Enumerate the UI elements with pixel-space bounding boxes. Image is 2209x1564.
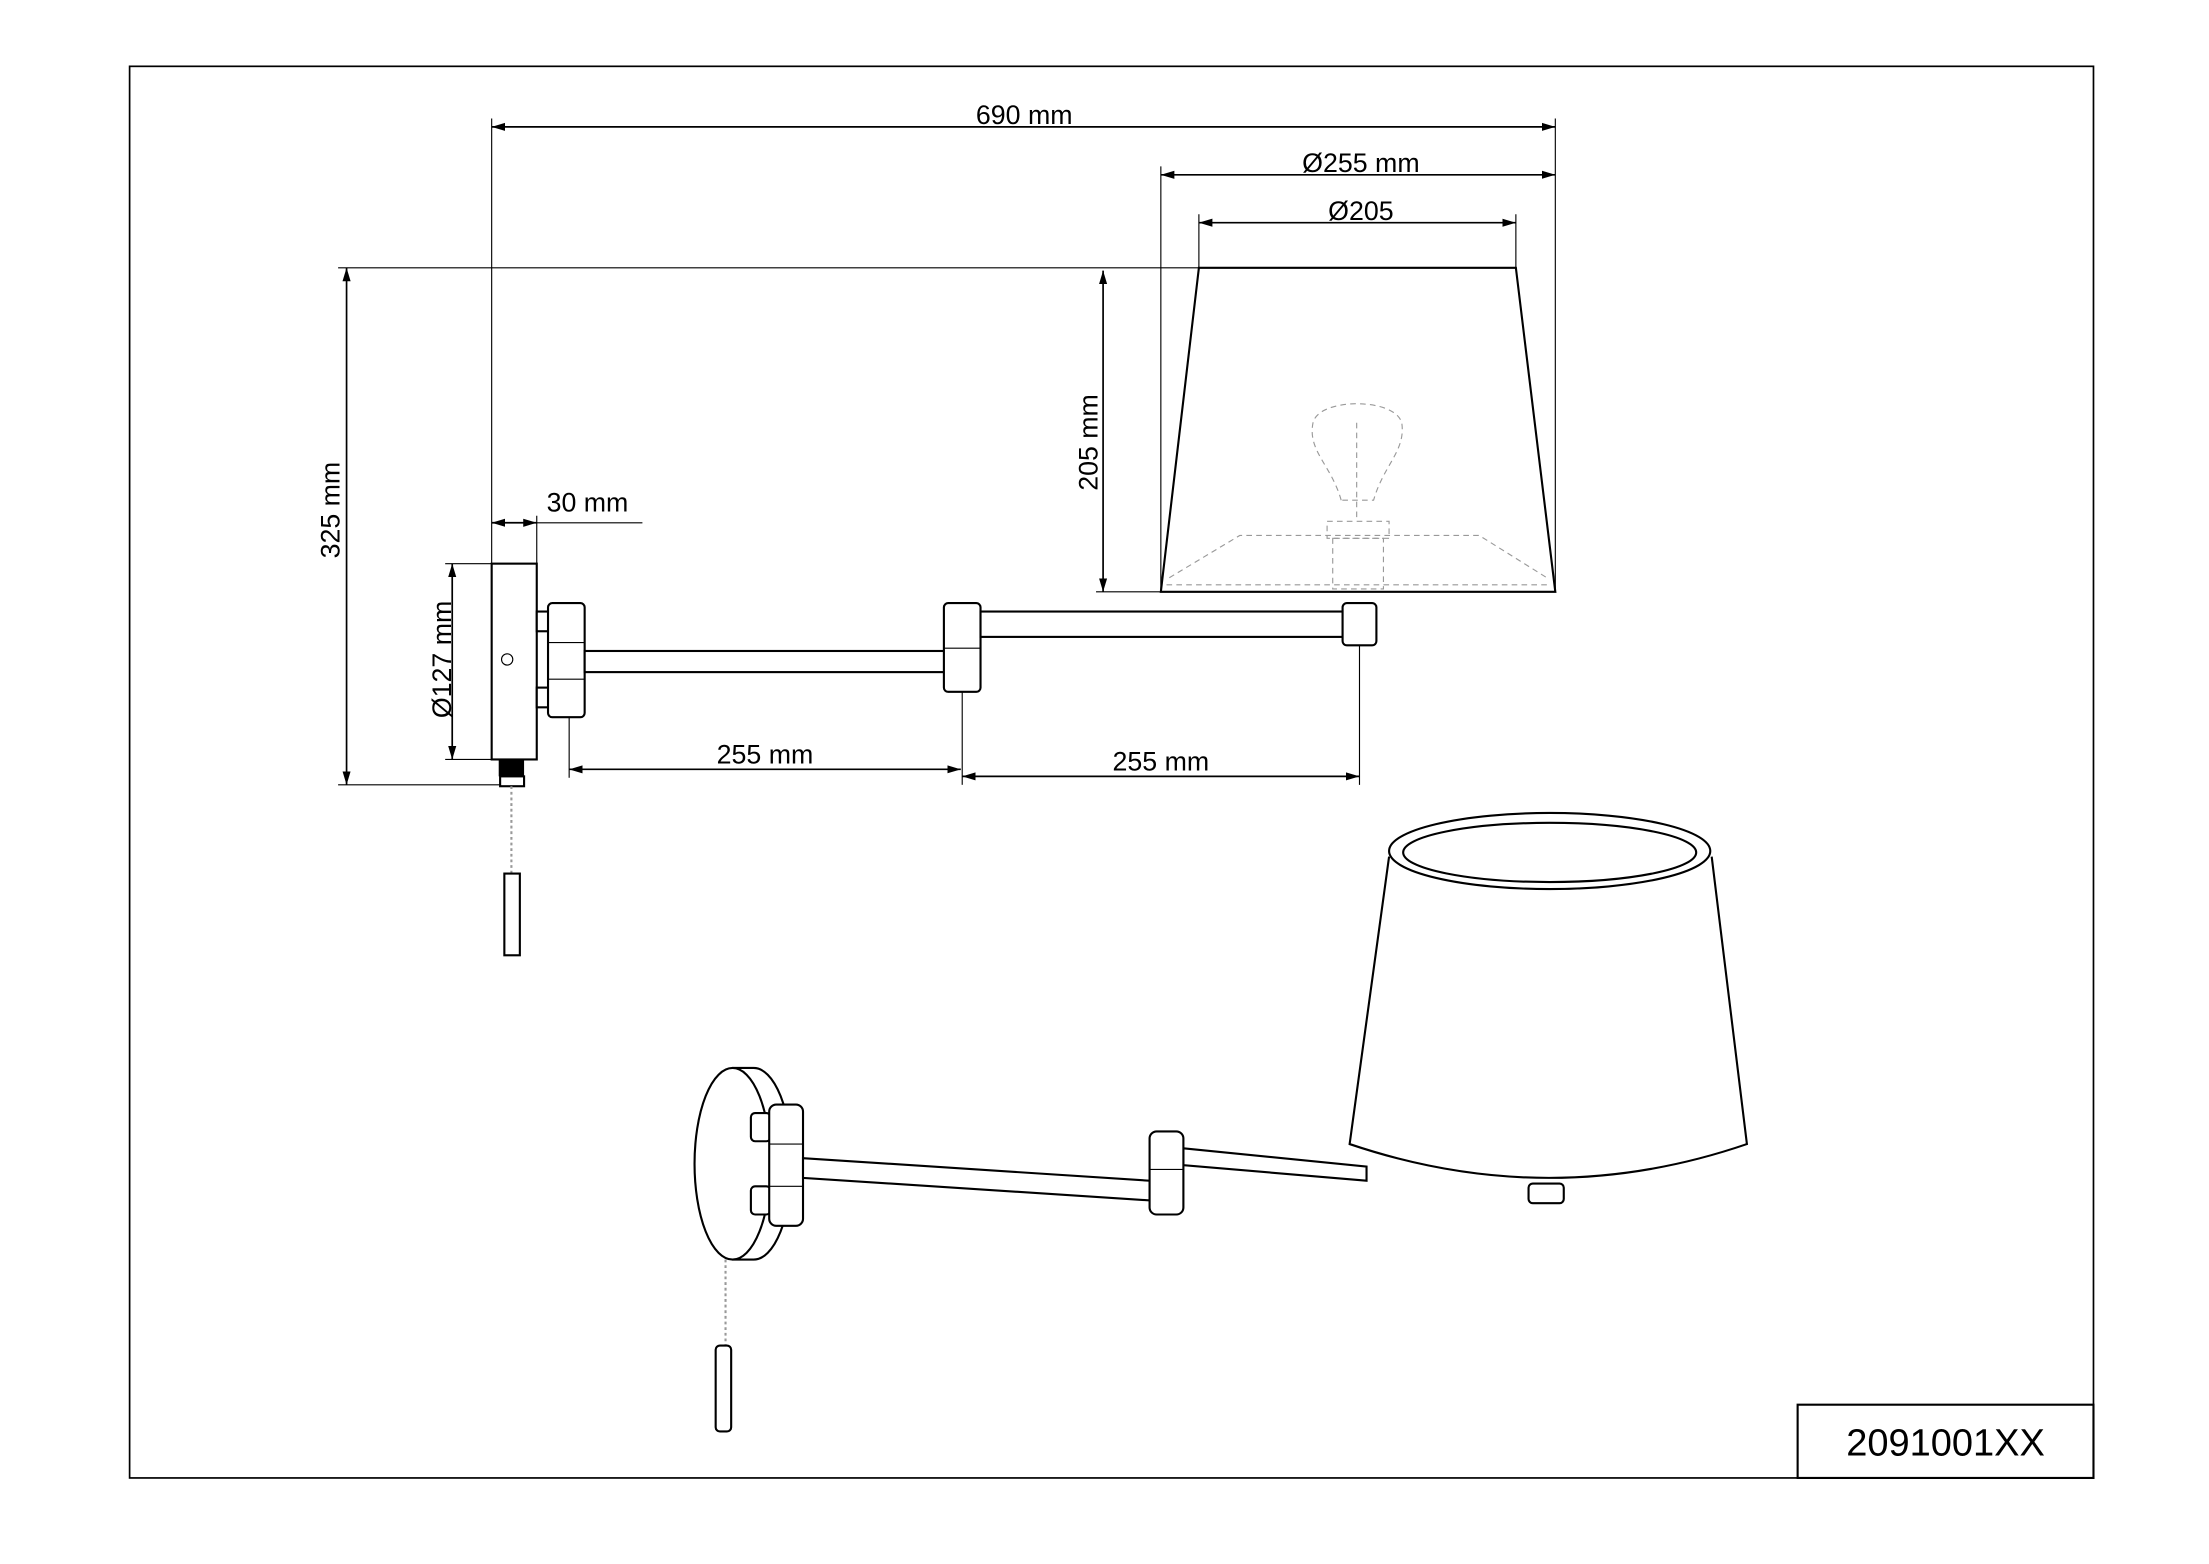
dim-overall-length: 690 mm [491, 100, 1556, 592]
dim-arm-2: 255 mm [962, 645, 1361, 785]
svg-text:255 mm: 255 mm [717, 740, 814, 770]
switch [498, 759, 525, 777]
svg-text:Ø255 mm: Ø255 mm [1302, 148, 1419, 178]
dim-shade-height: 205 mm [1073, 270, 1161, 593]
part-number: 2091001XX [1846, 1422, 2045, 1464]
pull-handle [503, 872, 521, 957]
svg-text:255 mm: 255 mm [1113, 747, 1210, 777]
svg-text:205 mm: 205 mm [1073, 394, 1103, 491]
dim-plate-depth: 30 mm [491, 488, 643, 564]
svg-text:Ø205: Ø205 [1328, 196, 1393, 226]
dim-arm-1: 255 mm [568, 691, 963, 785]
dim-plate-diameter: Ø127 mm [427, 563, 492, 761]
title-block: 2091001XX [1796, 1403, 2095, 1480]
drawing-border [128, 65, 2095, 1479]
svg-text:690 mm: 690 mm [976, 100, 1073, 130]
side-view-lamp [490, 266, 1557, 957]
lamp-shade [1159, 266, 1557, 593]
svg-text:30 mm: 30 mm [547, 488, 629, 518]
svg-text:325 mm: 325 mm [316, 462, 346, 559]
screw-icon [500, 653, 514, 666]
dim-overall-height: 325 mm [316, 267, 1199, 786]
dim-shade-outer-diameter: Ø255 mm [1160, 148, 1556, 592]
svg-text:Ø127 mm: Ø127 mm [427, 601, 457, 718]
dim-shade-inner-diameter: Ø205 [1198, 196, 1517, 268]
perspective-view-lamp [693, 811, 1749, 1433]
